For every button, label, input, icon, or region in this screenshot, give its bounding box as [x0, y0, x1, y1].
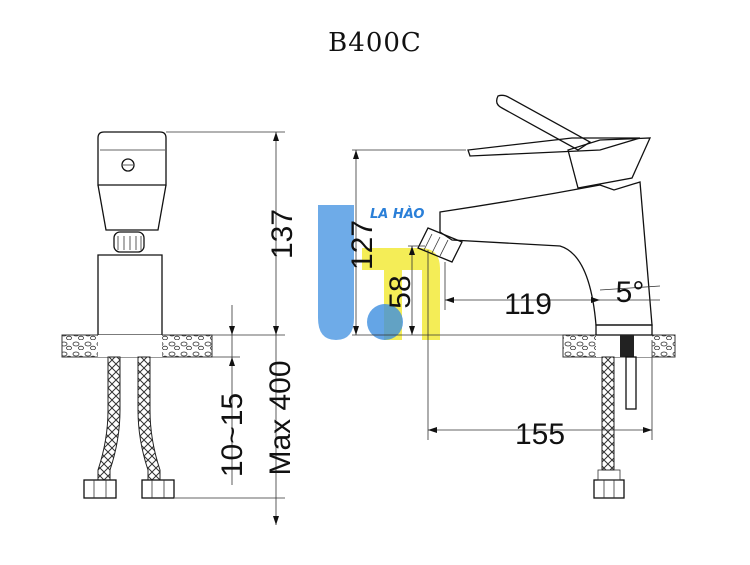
- hose-nut-right: [141, 479, 175, 499]
- angle-line: [599, 285, 661, 291]
- aerator-rib: [431, 236, 441, 254]
- dim-58: 58: [384, 275, 417, 308]
- side-base: [595, 324, 653, 336]
- deck-cutout: [98, 335, 162, 357]
- dim-max-400: Max 400: [264, 360, 297, 475]
- aerator-rib: [439, 239, 449, 257]
- aerator-rib: [423, 233, 433, 251]
- mounting-stud: [620, 335, 634, 357]
- nut-collar: [597, 469, 621, 481]
- dim-10-15: 10~15: [216, 393, 249, 477]
- dim-155: 155: [515, 418, 565, 451]
- side-head: [567, 137, 652, 189]
- logo-yellow-m: [362, 248, 440, 340]
- front-body: [97, 254, 163, 336]
- side-lever: [496, 94, 592, 151]
- side-nut: [593, 479, 625, 499]
- front-view: 137 10~15 Max 400: [61, 131, 299, 525]
- front-handle: [97, 131, 167, 186]
- logo-blue-dot: [367, 304, 403, 340]
- dim-127: 127: [346, 220, 379, 270]
- hose-nut-left: [83, 479, 117, 499]
- model-title: B400C: [328, 28, 422, 58]
- logo-text: LA HÀO: [370, 206, 424, 222]
- dim-137: 137: [266, 209, 299, 259]
- logo-blue-bar: [318, 205, 354, 340]
- brand-logo: LA HÀO: [318, 205, 440, 340]
- hose-right: [137, 356, 161, 481]
- indicator-button: [121, 158, 135, 172]
- front-neck: [97, 184, 167, 231]
- dim-arrows: [273, 516, 279, 525]
- lever-arm: [467, 137, 641, 157]
- dim-119: 119: [504, 288, 552, 321]
- dim-arrows: [409, 246, 415, 335]
- dim-arrows: [229, 326, 235, 366]
- dim-angle: 5°: [616, 276, 645, 309]
- front-aerator: [113, 231, 145, 253]
- side-hose: [601, 356, 615, 471]
- side-view: 127 58 119 5° 155: [346, 94, 676, 499]
- hose-left: [97, 356, 121, 481]
- side-body: [439, 181, 653, 326]
- side-stud: [625, 356, 637, 410]
- side-aerator: [417, 227, 463, 263]
